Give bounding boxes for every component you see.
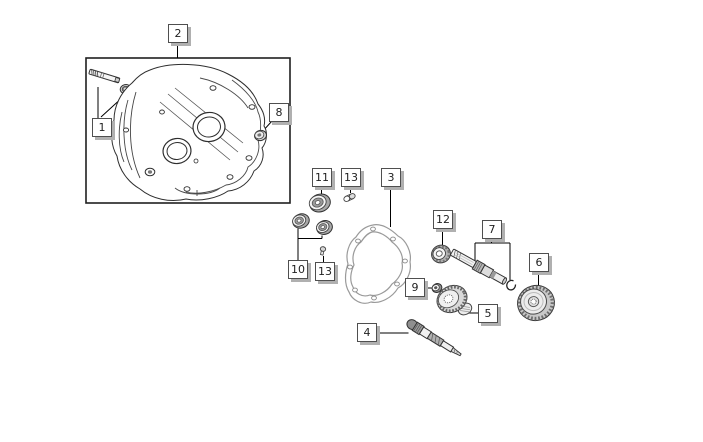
- input-shaft-part: [450, 248, 508, 285]
- callout-8: 8: [269, 103, 289, 122]
- washer-9-part: [431, 283, 443, 293]
- callout-7: 7: [482, 220, 502, 239]
- bush-13-upper-part: [343, 193, 356, 202]
- callout-5: 5: [478, 304, 498, 323]
- oil-seal-11-part: [308, 193, 331, 213]
- callout-9: 9: [405, 278, 425, 297]
- callout-12: 12: [433, 210, 453, 229]
- callout-4: 4: [357, 323, 377, 342]
- gear-6-part: [517, 284, 555, 322]
- callout-1: 1: [92, 118, 112, 137]
- assembly-frame-box: [85, 57, 291, 204]
- stud-part: [88, 68, 121, 84]
- callout-13: 13: [341, 168, 361, 187]
- callout-13-b: 13: [315, 262, 335, 281]
- bearing-12-part: [431, 244, 451, 264]
- gasket-part: [344, 224, 411, 304]
- pin-13-lower-part: [319, 246, 327, 256]
- oil-seal-10-pair-part: [292, 213, 333, 235]
- callout-10: 10: [288, 260, 308, 279]
- callout-11: 11: [312, 168, 332, 187]
- circlip-part: [506, 279, 517, 291]
- callout-6: 6: [529, 253, 549, 272]
- cover-nut-part: [254, 129, 267, 142]
- transmission-cover-part: [111, 63, 267, 202]
- output-shaft-part: [406, 319, 462, 357]
- gear-cluster-5-part: [436, 284, 473, 316]
- callout-2: 2: [168, 24, 188, 43]
- callout-3: 3: [381, 168, 401, 187]
